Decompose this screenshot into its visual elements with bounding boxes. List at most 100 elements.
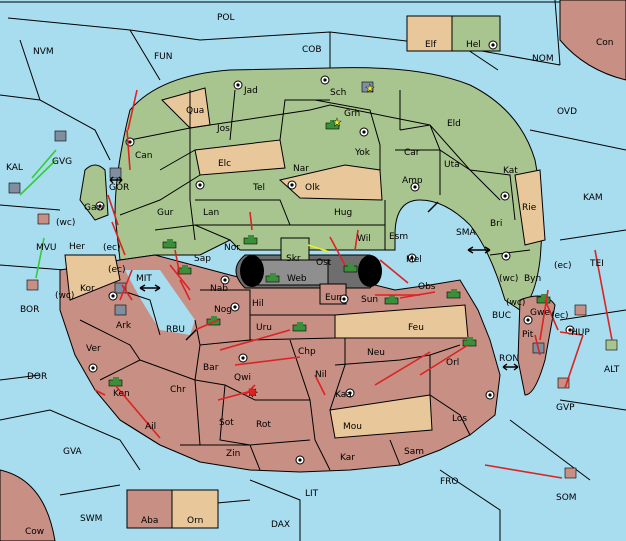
label-nvm: NVM [33, 47, 54, 57]
move-arrow [419, 344, 469, 376]
army-icon[interactable] [462, 337, 477, 347]
label-web: Web [287, 274, 307, 284]
army-icon[interactable] [243, 235, 258, 245]
label-rbu: RBU [166, 325, 185, 335]
label-orl: Orl [446, 358, 459, 368]
label-qwi: Qwi [234, 373, 251, 383]
label-sam: Sam [404, 447, 424, 457]
move-arrow [179, 279, 191, 301]
label-gur: Gur [157, 208, 174, 218]
label-mel: Mel [406, 255, 422, 265]
supply-center [339, 294, 349, 304]
fleet-icon[interactable] [37, 213, 50, 225]
army-icon[interactable] [292, 322, 307, 332]
fleet-icon[interactable] [605, 339, 618, 351]
label-ec4: (ec) [551, 311, 569, 321]
label-rie: Rie [522, 203, 537, 213]
region-skr[interactable] [280, 237, 310, 261]
move-arrow [107, 194, 119, 226]
label-ron: RON [499, 354, 519, 364]
supply-center [407, 253, 417, 263]
army-icon[interactable] [343, 263, 358, 273]
label-feu: Feu [408, 323, 424, 333]
region-olk[interactable] [278, 164, 383, 201]
move-arrow [249, 211, 253, 231]
move-arrow [169, 264, 191, 291]
label-kal: KAL [6, 163, 23, 173]
move-arrow [219, 329, 291, 351]
label-ver: Ver [86, 344, 101, 354]
region-orn[interactable] [171, 489, 219, 529]
label-pol: POL [217, 13, 235, 23]
sma-diagonal-marker [427, 201, 439, 213]
label-mvu: MVU [36, 243, 57, 253]
army-icon[interactable] [162, 239, 177, 249]
province-lines [79, 89, 531, 471]
army-icon[interactable] [265, 273, 280, 283]
supply-center [295, 455, 305, 465]
move-arrow [314, 374, 326, 396]
fleet-icon[interactable] [114, 282, 127, 294]
move-arrow [234, 356, 301, 366]
fleet-icon[interactable] [564, 467, 577, 479]
move-arrow [329, 236, 346, 266]
supply-center [485, 390, 495, 400]
region-mou[interactable] [329, 394, 433, 439]
move-arrow [399, 291, 436, 299]
move-arrow [174, 249, 181, 276]
center-left-cap [240, 255, 264, 287]
supply-center [220, 275, 230, 285]
army-icon[interactable] [384, 295, 399, 305]
fleet-icon[interactable] [109, 167, 122, 179]
label-gvg: GVG [52, 157, 72, 167]
move-arrow [534, 334, 541, 356]
label-fun: FUN [154, 52, 173, 62]
move-arrow [114, 384, 161, 439]
label-grh: Grh [344, 109, 360, 119]
label-alt: ALT [604, 365, 620, 375]
region-elf[interactable] [406, 15, 453, 52]
region-rie[interactable] [514, 169, 546, 246]
fleet-icon[interactable] [8, 182, 21, 194]
move-arrow [194, 319, 219, 331]
army-icon[interactable] [446, 289, 461, 299]
label-ost: Ost [316, 258, 332, 268]
label-sun: Sun [361, 295, 378, 305]
fleet-icon[interactable] [557, 377, 570, 389]
rbu-diagonal-marker [185, 329, 197, 341]
gor-hold-marker [109, 176, 123, 184]
region-elc[interactable] [194, 139, 286, 176]
army-icon[interactable] [177, 265, 192, 275]
move-arrow [127, 89, 138, 131]
label-lan: Lan [203, 208, 219, 218]
label-tel: Tel [252, 183, 265, 193]
label-uru: Uru [256, 323, 272, 333]
label-olk: Olk [305, 183, 321, 193]
label-sma: SMA [456, 228, 476, 238]
label-wc3: (wc) [499, 274, 518, 284]
fleet-icon[interactable] [574, 304, 587, 316]
fleet-icon[interactable] [114, 304, 127, 316]
label-eld: Eld [447, 119, 461, 129]
move-arrow [119, 269, 133, 301]
label-gaw: Gaw [84, 203, 104, 213]
label-uta: Uta [444, 160, 460, 170]
army-icon[interactable] [325, 120, 340, 130]
move-arrow [374, 351, 431, 386]
label-kam: KAM [583, 193, 603, 203]
fleet-icon[interactable] [26, 279, 39, 291]
label-con: Con [596, 38, 614, 48]
label-byn: Byn [524, 274, 541, 284]
label-rot: Rot [256, 420, 271, 430]
region-kor[interactable] [64, 254, 121, 301]
army-icon[interactable] [536, 294, 551, 304]
move-arrow [379, 259, 409, 284]
star-icon: ★ [365, 82, 375, 95]
star-icon: ★ [332, 116, 342, 129]
label-chp: Chp [298, 347, 316, 357]
fleet-icon[interactable] [54, 130, 67, 142]
label-mou: Mou [343, 422, 362, 432]
fleet-icon[interactable] [361, 81, 374, 93]
label-hel: Hel [466, 40, 481, 50]
label-bor: BOR [20, 305, 39, 315]
